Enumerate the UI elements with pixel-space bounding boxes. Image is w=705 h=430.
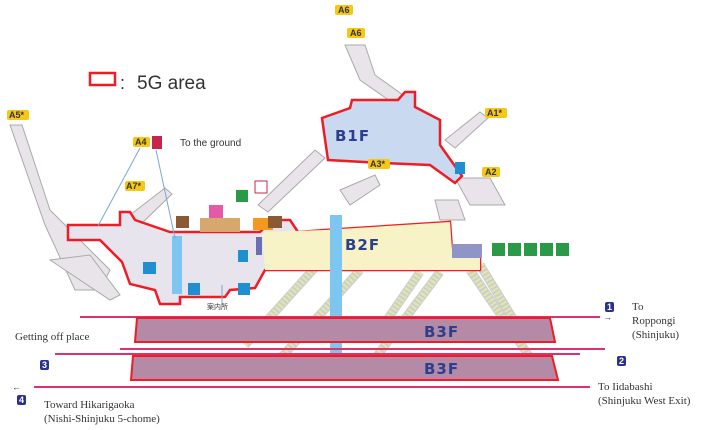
waiting-icon	[176, 216, 189, 228]
arrow-right-icon: →	[603, 312, 612, 322]
exit-a6: A6	[350, 28, 362, 38]
exit-a4: A4	[135, 137, 147, 147]
to-ground-label: To the ground	[180, 138, 241, 149]
aed-icon	[254, 180, 268, 194]
elevator-icon	[152, 136, 162, 149]
locker-icon	[188, 283, 200, 295]
track-1-destination: Roppongi	[632, 315, 675, 327]
b3f-upper-platform	[133, 317, 557, 343]
track-number-3: 3	[42, 360, 47, 370]
legend-label: 5G area	[137, 73, 206, 94]
exit-a5: A5*	[9, 110, 25, 120]
exit-a7: A7*	[126, 181, 142, 191]
exit-a2: A2	[485, 167, 497, 177]
restroom-b1f-icon	[455, 162, 465, 174]
info-label: 案内所	[207, 302, 228, 311]
b1f-area	[320, 90, 464, 185]
baby-icon	[540, 243, 553, 256]
accessible-icon	[508, 243, 521, 256]
leader-lines	[97, 147, 223, 305]
b3f-lower-label: B3F	[424, 360, 459, 378]
b1f-label: B1F	[335, 127, 370, 145]
shop	[200, 218, 240, 232]
phone-icon	[238, 250, 248, 262]
getting-off-label: Getting off place	[15, 331, 89, 343]
exit-a6-top: A6	[338, 5, 350, 15]
track-1-via: (Shinjuku)	[632, 329, 679, 341]
track-number-4: 4	[19, 395, 24, 405]
elevator-shaft-main	[330, 215, 342, 375]
b3f-lower-platform	[129, 355, 560, 381]
legend: : 5G area	[88, 71, 206, 94]
restroom-green-icon	[524, 243, 537, 256]
track-4-destination: Toward Hikarigaoka	[44, 399, 135, 411]
track-1-to: To	[632, 301, 644, 313]
legend-swatch	[88, 71, 117, 87]
track-4-via: (Nishi-Shinjuku 5-chome)	[44, 413, 160, 425]
stairs	[9, 44, 506, 301]
exit-arrow-icon	[492, 243, 505, 256]
b3f-upper-label: B3F	[424, 323, 459, 341]
legend-separator: :	[120, 73, 125, 93]
iidabashi-via: (Shinjuku West Exit)	[598, 395, 691, 407]
nursing-room-icon	[209, 205, 223, 218]
b2f-label: B2F	[345, 236, 380, 254]
ostomate-icon	[556, 243, 569, 256]
exit-a3: A3*	[370, 159, 386, 169]
exit-a1: A1*	[487, 108, 503, 118]
iidabashi-destination: To Iidabashi	[598, 381, 653, 393]
ticket-gate	[256, 237, 262, 255]
track-number-1: 1	[607, 302, 612, 312]
locker-icon-2	[238, 283, 250, 295]
ticket-gate-right	[452, 244, 482, 258]
waiting-icon-2	[268, 216, 282, 228]
restroom-icon	[143, 262, 156, 274]
elevator-shaft	[172, 236, 182, 294]
emergency-exit-icon	[236, 190, 248, 202]
b2f-yellow-area	[262, 222, 480, 270]
arrow-left-icon: ←	[12, 382, 21, 392]
track-number-2: 2	[619, 356, 624, 366]
